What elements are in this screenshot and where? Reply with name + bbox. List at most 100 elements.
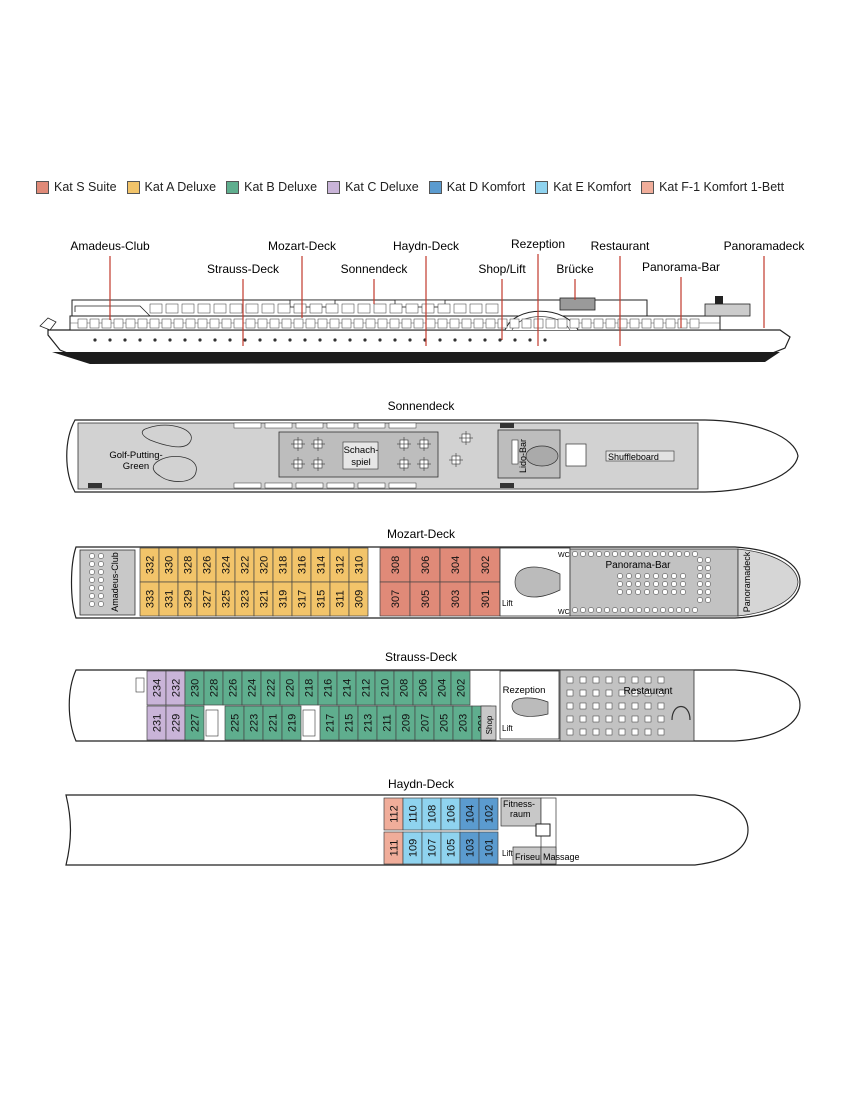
cabin-number: 229 (171, 714, 183, 732)
cabin-number: 329 (183, 590, 195, 608)
cabin-204 (431, 670, 452, 706)
cabin-number: 327 (202, 590, 214, 608)
cabin-number: 310 (354, 556, 366, 574)
cabin-number: 317 (297, 590, 309, 608)
sonnendeck-title: Sonnendeck (388, 399, 456, 413)
label-panorama-bar: Panorama-Bar (642, 260, 720, 274)
cabin-102 (478, 797, 499, 831)
cabin-number: 315 (316, 590, 328, 608)
cabin-number: 332 (145, 556, 157, 574)
panoramadeck-label: Panoramadeck (742, 551, 752, 612)
profile-leader-lines (109, 254, 765, 346)
cabin-number: 307 (390, 590, 402, 608)
cabin-number: 227 (190, 714, 202, 732)
cabin-number: 230 (190, 679, 202, 697)
cabin-306 (409, 547, 441, 583)
mozart-title: Mozart-Deck (387, 527, 456, 541)
cabin-number: 231 (152, 714, 164, 732)
cabin-number: 224 (247, 679, 259, 697)
legend-item: Kat C Deluxe (327, 180, 419, 194)
restaurant-label: Restaurant (624, 686, 673, 697)
cabin-208 (393, 670, 414, 706)
cabin-330 (158, 547, 179, 583)
cabin-310 (348, 547, 369, 583)
cabin-number: 217 (325, 714, 337, 732)
cabin-203 (452, 705, 473, 741)
cabin-number: 102 (484, 805, 496, 823)
cabin-222 (260, 670, 281, 706)
cabin-number: 101 (484, 839, 496, 857)
cabin-213 (357, 705, 378, 741)
lido-bar-label: Lido-Bar (518, 439, 528, 473)
cabin-number: 301 (480, 590, 492, 608)
cabin-227 (184, 705, 205, 741)
mozart-wc-bottom: WC (558, 609, 570, 616)
cabin-number: 207 (420, 714, 432, 732)
cabin-326 (196, 547, 217, 583)
cabin-207 (414, 705, 435, 741)
haydn-title: Haydn-Deck (388, 777, 455, 791)
cabin-number: 103 (465, 839, 477, 857)
cabin-number: 214 (342, 679, 354, 697)
cabin-206 (412, 670, 433, 706)
cabin-332 (139, 547, 160, 583)
cabin-320 (253, 547, 274, 583)
cabin-107 (421, 831, 442, 865)
cabin-225 (224, 705, 245, 741)
legend-item: Kat S Suite (36, 180, 117, 194)
cabin-303 (439, 581, 471, 617)
cabin-101 (478, 831, 499, 865)
cabin-234 (146, 670, 167, 706)
label-haydn-deck: Haydn-Deck (393, 239, 460, 253)
legend-label: Kat D Komfort (446, 180, 526, 194)
cabin-number: 105 (446, 839, 458, 857)
cabin-202 (450, 670, 471, 706)
cabin-309 (348, 581, 369, 617)
cabin-number: 303 (450, 590, 462, 608)
cabin-number: 206 (418, 679, 430, 697)
amadeus-club-room-label: Amadeus-Club (110, 552, 120, 612)
legend-item: Kat E Komfort (535, 180, 631, 194)
label-panoramadeck: Panoramadeck (724, 239, 806, 253)
sonnendeck-tables (291, 431, 473, 471)
ship-profile: Amadeus-Club Strauss-Deck Mozart-Deck So… (39, 237, 806, 364)
cabin-331 (158, 581, 179, 617)
cabin-number: 209 (401, 714, 413, 732)
cabin-218 (298, 670, 319, 706)
cabin-321 (253, 581, 274, 617)
massage-label: Massage (543, 852, 580, 862)
cabin-314 (310, 547, 331, 583)
cabin-number: 216 (323, 679, 335, 697)
label-sonnendeck: Sonnendeck (341, 262, 409, 276)
cabin-304 (439, 547, 471, 583)
cabin-number: 234 (152, 679, 164, 697)
cabin-number: 309 (354, 590, 366, 608)
cabin-number: 325 (221, 590, 233, 608)
cabin-307 (379, 581, 411, 617)
legend-swatch (327, 180, 341, 194)
cabin-217 (319, 705, 340, 741)
cabin-number: 108 (427, 805, 439, 823)
cabin-number: 109 (408, 839, 420, 857)
cabin-number: 222 (266, 679, 278, 697)
cabin-223 (243, 705, 264, 741)
legend-swatch (226, 180, 240, 194)
cabin-312 (329, 547, 350, 583)
golf-label-1: Golf-Putting- (109, 450, 162, 461)
cabin-number: 221 (268, 714, 280, 732)
cabin-number: 111 (389, 840, 401, 857)
cabin-318 (272, 547, 293, 583)
cabin-number: 314 (316, 556, 328, 574)
cabin-228 (203, 670, 224, 706)
cabin-number: 201 (477, 714, 489, 732)
cabin-number: 305 (420, 590, 432, 608)
cabin-number: 202 (456, 679, 468, 697)
cabin-number: 205 (439, 714, 451, 732)
schach-label-1: Schach- (344, 445, 379, 456)
cabin-201 (471, 705, 492, 741)
shop-label: Shop (485, 715, 494, 734)
cabin-211 (376, 705, 397, 741)
legend-swatch (641, 180, 655, 194)
